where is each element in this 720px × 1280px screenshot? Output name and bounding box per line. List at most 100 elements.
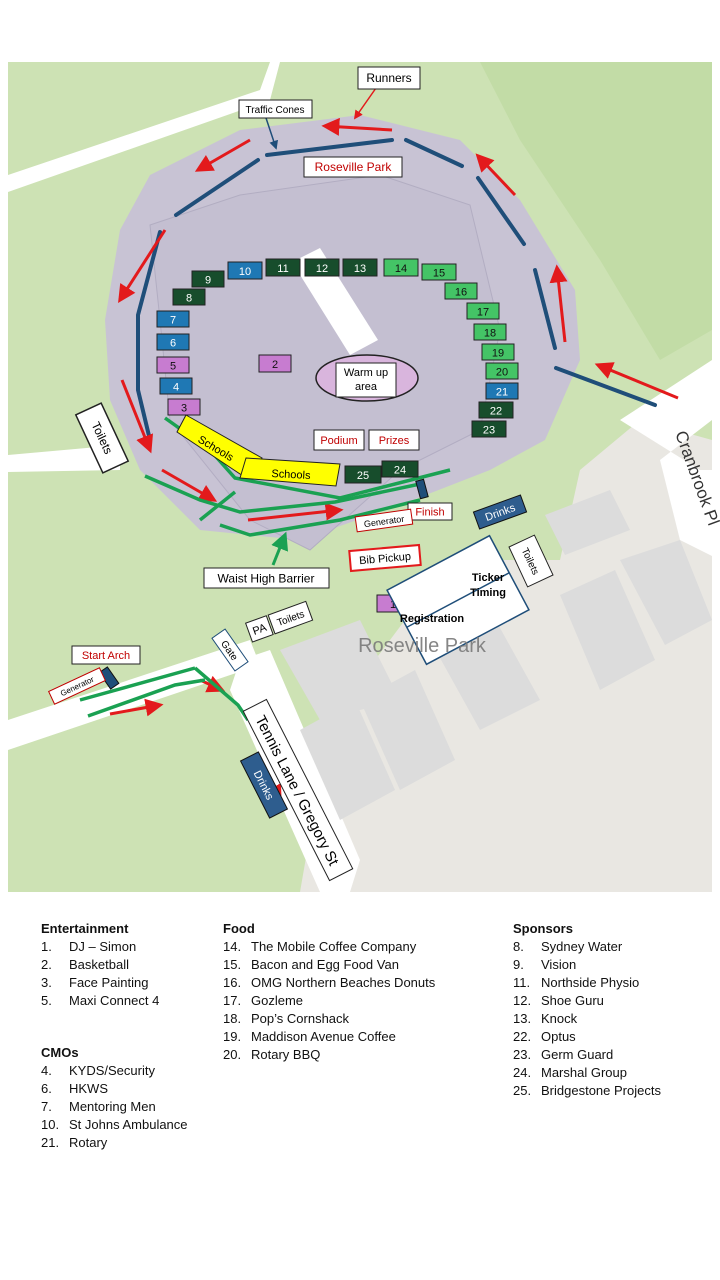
stall-23-box [471,420,507,438]
legend-item: 21.Rotary [41,1134,188,1152]
legend-item-number: 19. [223,1029,242,1044]
legend-item-text: Rotary BBQ [251,1047,321,1062]
road-north [8,62,280,192]
stall-20: 20 [485,362,519,380]
legend-item-text: Pop’s Cornshack [251,1011,350,1026]
toilets-east: Toilets [508,534,554,588]
stall-21: 21 [485,382,519,400]
stall-24-label: 24 [394,465,406,477]
prizes-box [368,429,420,451]
warm-up-line-2: area [355,381,378,393]
legend-item-number: 4. [41,1063,52,1078]
toilets-pa-box [267,600,314,635]
stall-5: 5 [156,356,190,374]
start-arch-box [71,645,141,665]
drinks-2-box [239,751,289,819]
finish-marker [415,478,429,500]
legend-item: 6.HKWS [41,1080,188,1098]
stall-20-label: 20 [496,367,508,379]
legend-food-list: 14.The Mobile Coffee Company 15.Bacon an… [223,938,435,1064]
legend-item-text: Vision [541,957,577,972]
stall-14-box [383,258,419,277]
bib-pickup-label: Bib Pickup [359,551,412,567]
legend-item: 1.DJ – Simon [41,938,159,956]
toilets-west-box [74,402,130,474]
runner-arrows [109,117,679,804]
legend-food-title: Food [223,921,255,936]
stall-17-box [466,302,500,320]
legend-item-text: Northside Physio [541,975,640,990]
traffic-cone-lines [136,138,657,442]
legend-item-number: 20. [223,1047,242,1062]
waist-barrier-box [203,567,330,589]
legend-item: 2.Basketball [41,956,159,974]
stall-25-label: 25 [357,470,369,482]
legend-item-number: 7. [41,1099,52,1114]
toilets-east-box [508,534,554,588]
legend-item-text: Knock [541,1011,578,1026]
stall-21-label: 21 [496,387,508,399]
stall-24: 24 [381,460,419,478]
schools-area-2-shape [239,457,341,487]
road-cranbrook [620,360,720,560]
legend-item-number: 5. [41,993,52,1008]
legend-cmos-title: CMOs [41,1045,79,1060]
legend-item-text: HKWS [69,1081,108,1096]
legend-item: 23.Germ Guard [513,1046,661,1064]
runners-box [357,66,421,90]
stall-15: 15 [421,263,457,281]
stall-10-box [227,261,263,280]
stall-13-box [342,258,378,277]
legend-item-text: Shoe Guru [541,993,604,1008]
stall-4: 4 [159,377,193,395]
stall-18-label: 18 [484,328,496,340]
pa-label: PA [251,622,269,638]
base-map-label: Roseville Park [358,635,487,657]
legend-item-text: DJ – Simon [69,939,137,954]
stall-22-label: 22 [490,406,502,418]
stall-5-label: 5 [170,361,176,373]
road-west [8,445,120,472]
grass-area-east [480,62,712,360]
bib-pickup: Bib Pickup [348,543,422,573]
legend-item-number: 13. [513,1011,532,1026]
traffic-cones-label: Traffic Cones [246,105,305,116]
legend-item-number: 16. [223,975,242,990]
stall-24-box [381,460,419,478]
gate-box [211,628,249,672]
stall-10-label: 10 [239,266,251,278]
generator-1: Generator [354,508,414,533]
legend-item-number: 25. [513,1083,532,1098]
stall-2-label: 2 [272,359,278,371]
podium-label: Podium [320,435,357,447]
legend-item: 22.Optus [513,1028,661,1046]
legend-item: 25.Bridgestone Projects [513,1082,661,1100]
traffic-cones-pointer [265,117,278,150]
legend-item: 19.Maddison Avenue Coffee [223,1028,435,1046]
legend-item-number: 12. [513,993,532,1008]
stall-7-box [156,310,190,328]
legend-item-text: Basketball [69,957,129,972]
stall-9-box [191,270,225,288]
legend-item-number: 14. [223,939,242,954]
stall-19: 19 [481,343,515,361]
registration-divider [406,572,510,628]
legend-item: 20. Rotary BBQ [223,1046,435,1064]
legend-item-text: OMG Northern Beaches Donuts [251,975,436,990]
stall-11: 11 [265,258,301,277]
prizes-label: Prizes [379,435,410,447]
stall-12: 12 [304,258,340,277]
legend-item: 11.Northside Physio [513,974,661,992]
legend-item-text: Germ Guard [541,1047,614,1062]
stall-3-label: 3 [181,403,187,415]
stall-6-box [156,333,190,351]
legend-sponsors-list: 8.Sydney Water 9.Vision 11.Northside Phy… [513,938,661,1100]
stall-16-box [444,282,478,300]
start-arch-label: Start Arch [82,650,130,662]
legend-item-text: Sydney Water [541,939,623,954]
stall-22-box [478,401,514,419]
stall-10: 10 [227,261,263,280]
stall-16-label: 16 [455,287,467,299]
legend-item: 24.Marshal Group [513,1064,661,1082]
